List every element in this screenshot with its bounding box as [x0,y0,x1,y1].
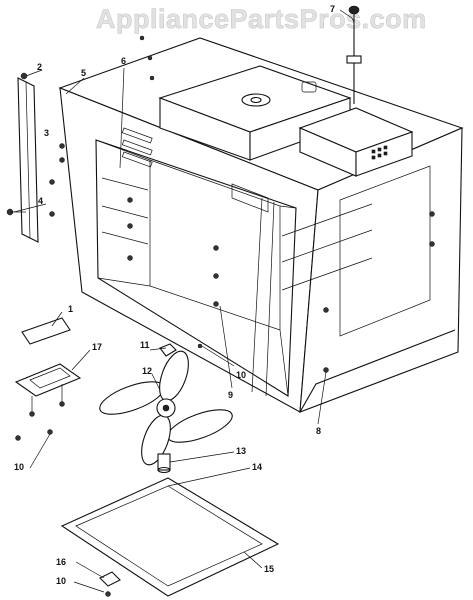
part-15-bottom-tray [60,477,280,597]
callout-labels: 1 2 3 4 5 6 7 8 9 10 10 10 11 12 13 14 1… [14,4,335,586]
callout-17: 17 [92,342,102,352]
callout-7: 7 [330,4,335,14]
callout-4: 4 [38,196,43,206]
part-16-bracket [99,571,121,597]
callout-5: 5 [81,68,86,78]
part-13-fan-motor-shaft [157,453,171,474]
callout-9: 9 [228,390,233,400]
leader-lines [13,9,355,593]
electrical-junction-box [298,107,414,177]
callout-13: 13 [236,446,246,456]
part-17-light-housing [14,363,82,441]
part-11-fan-nut [159,343,177,357]
callout-11: 11 [140,340,150,350]
callout-2: 2 [37,62,42,72]
part-12-convection-fan-blade [99,350,233,466]
callout-15: 15 [264,564,274,574]
watermark-logo: AppliancePartsPros.com [96,4,427,35]
callout-3: 3 [44,128,49,138]
callout-10-light: 10 [14,462,24,472]
callout-1: 1 [68,304,73,314]
part-3-side-trim [6,72,39,243]
part-1-light-lens [21,317,71,345]
callout-12: 12 [142,366,152,376]
mounting-screws [49,35,435,373]
callout-10-bottom: 10 [56,576,66,586]
callout-14: 14 [252,462,262,472]
callout-8: 8 [316,426,321,436]
part-7-sensor-probe [346,5,362,104]
callout-10-fan: 10 [236,370,246,380]
callout-16: 16 [56,557,66,567]
callout-6: 6 [121,56,126,66]
